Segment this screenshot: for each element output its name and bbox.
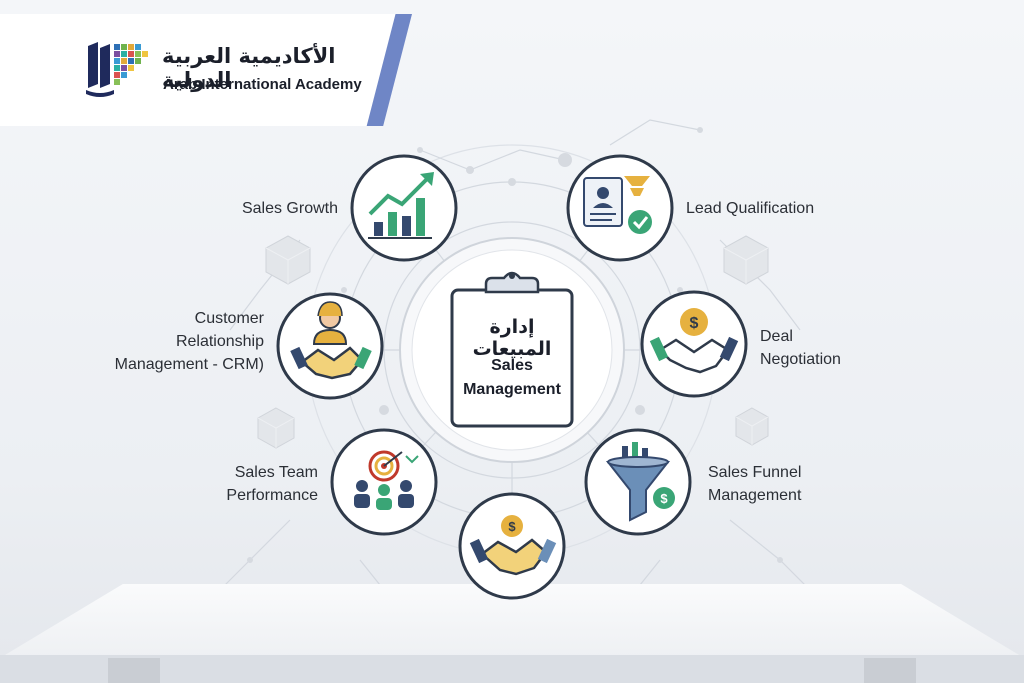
table-leg: [864, 658, 916, 683]
label-sales-funnel: Sales Funnel Management: [708, 464, 802, 504]
center-title-english: Sales Management: [463, 357, 561, 398]
node-crm: [276, 292, 384, 400]
handshake-icon: $: [469, 515, 557, 576]
label-lead-qualification: Lead Qualification: [686, 200, 815, 217]
label-crm: Customer Relationship Management - CRM): [114, 310, 264, 373]
money-handshake-icon: $: [649, 308, 739, 374]
node-lead-qualification: [566, 154, 674, 262]
node-sales-funnel: $: [584, 428, 692, 536]
node-deal-negotiation: $: [640, 290, 748, 398]
growth-chart-icon: [368, 172, 434, 239]
customer-handshake-icon: [290, 301, 372, 380]
svg-text:$: $: [660, 491, 668, 506]
label-sales-team: Sales Team Performance: [226, 464, 318, 504]
funnel-icon: $: [605, 442, 675, 522]
brand-name-english: Arab International Academy: [163, 76, 362, 93]
team-target-icon: [354, 450, 419, 510]
node-closing-deal: $: [458, 492, 566, 600]
svg-text:$: $: [508, 519, 516, 534]
label-sales-growth: Sales Growth: [241, 200, 338, 217]
header-banner: [0, 14, 410, 126]
academy-logo: [86, 42, 148, 97]
brand-name-arabic: الأكاديمية العربية الدولية: [162, 44, 336, 92]
node-sales-team: [330, 428, 438, 536]
label-deal-negotiation: Deal Negotiation: [760, 328, 841, 368]
center-title-arabic: إدارة المبيعات: [472, 316, 552, 360]
svg-text:$: $: [690, 315, 699, 332]
node-sales-growth: [350, 154, 458, 262]
table-leg: [108, 658, 160, 683]
lead-profile-icon: [583, 176, 652, 234]
table-front: [0, 655, 1024, 683]
